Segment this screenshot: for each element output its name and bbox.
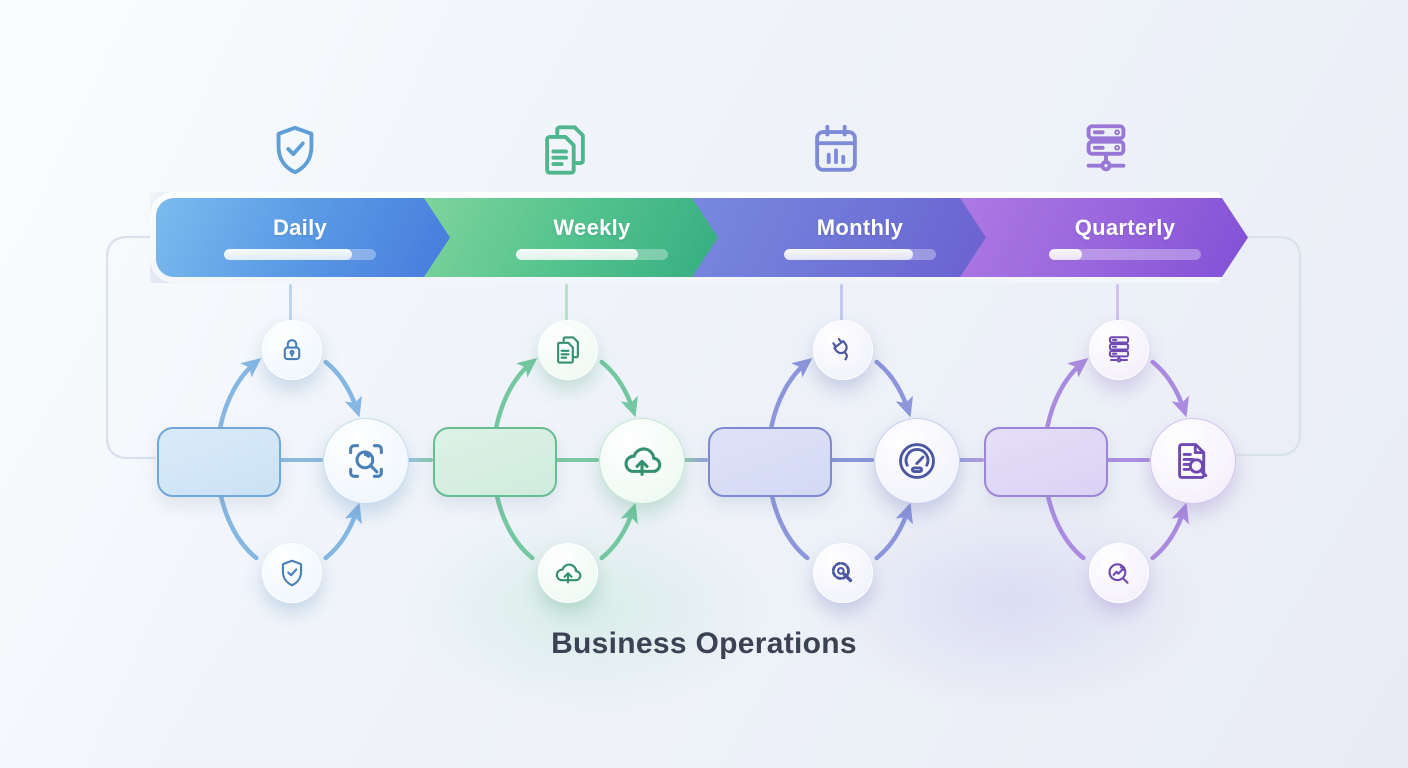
connector-row <box>277 458 323 462</box>
connector-row <box>407 458 433 462</box>
segment-progress-fill <box>516 249 638 260</box>
segment-progress-track <box>1049 249 1201 260</box>
timeline-banner: Daily Weekly Monthly Quarterly <box>150 192 1248 283</box>
documents-icon <box>552 334 584 366</box>
segment-progress-track <box>224 249 376 260</box>
segment-progress-track <box>516 249 668 260</box>
segment-progress-track <box>784 249 936 260</box>
connector-row <box>683 458 708 462</box>
monthly-maintenance-node[interactable] <box>813 543 873 603</box>
segment-label: Quarterly <box>1074 215 1176 240</box>
cloud-upload-icon <box>552 557 584 589</box>
gauge-icon <box>894 438 940 484</box>
segment-label: Monthly <box>816 215 904 240</box>
daily-cycle-arrows <box>217 358 362 561</box>
shield-check-icon <box>266 121 324 179</box>
page-title: Business Operations <box>551 627 857 660</box>
lock-icon <box>276 334 308 366</box>
documents-icon <box>536 121 594 179</box>
daily-lock-node[interactable] <box>262 320 322 380</box>
weekly-upload-node[interactable] <box>599 418 685 504</box>
connector-row <box>553 458 599 462</box>
document-search-icon <box>1170 438 1216 484</box>
weekly-cycle-arrows <box>493 358 638 561</box>
gear-wrench-icon <box>827 557 859 589</box>
weekly-task-box[interactable] <box>433 427 557 497</box>
server-stack-icon <box>1103 334 1135 366</box>
quarterly-server-node[interactable] <box>1089 320 1149 380</box>
quarterly-task-box[interactable] <box>984 427 1108 497</box>
connector-row <box>1104 458 1150 462</box>
quarterly-audit-node[interactable] <box>1150 418 1236 504</box>
chart-search-icon <box>1103 557 1135 589</box>
daily-scan-node[interactable] <box>323 418 409 504</box>
segment-progress-fill <box>224 249 352 260</box>
quarterly-analytics-node[interactable] <box>1089 543 1149 603</box>
connector-weekly <box>565 284 568 321</box>
monthly-gauge-node[interactable] <box>874 418 960 504</box>
daily-task-box[interactable] <box>157 427 281 497</box>
server-network-icon <box>1077 119 1135 177</box>
connector-monthly <box>840 284 843 321</box>
connector-quarterly <box>1116 284 1119 321</box>
weekly-documents-node[interactable] <box>538 320 598 380</box>
scan-search-icon <box>343 438 389 484</box>
segment-label: Daily <box>272 215 328 240</box>
segment-label: Weekly <box>553 215 631 240</box>
weekly-upload-small-node[interactable] <box>538 543 598 603</box>
monthly-cycle-arrows <box>768 358 913 561</box>
daily-shield-node[interactable] <box>262 543 322 603</box>
calendar-chart-icon <box>807 121 865 179</box>
connector-row <box>958 458 984 462</box>
plug-icon <box>827 334 859 366</box>
banner-segment-daily[interactable]: Daily <box>156 198 470 277</box>
segment-progress-fill <box>784 249 913 260</box>
connector-row <box>828 458 874 462</box>
monthly-task-box[interactable] <box>708 427 832 497</box>
monthly-plug-node[interactable] <box>813 320 873 380</box>
shield-check-icon <box>276 557 308 589</box>
segment-progress-fill <box>1049 249 1082 260</box>
cloud-upload-icon <box>619 438 665 484</box>
connector-daily <box>289 284 292 321</box>
quarterly-cycle-arrows <box>1044 358 1189 561</box>
